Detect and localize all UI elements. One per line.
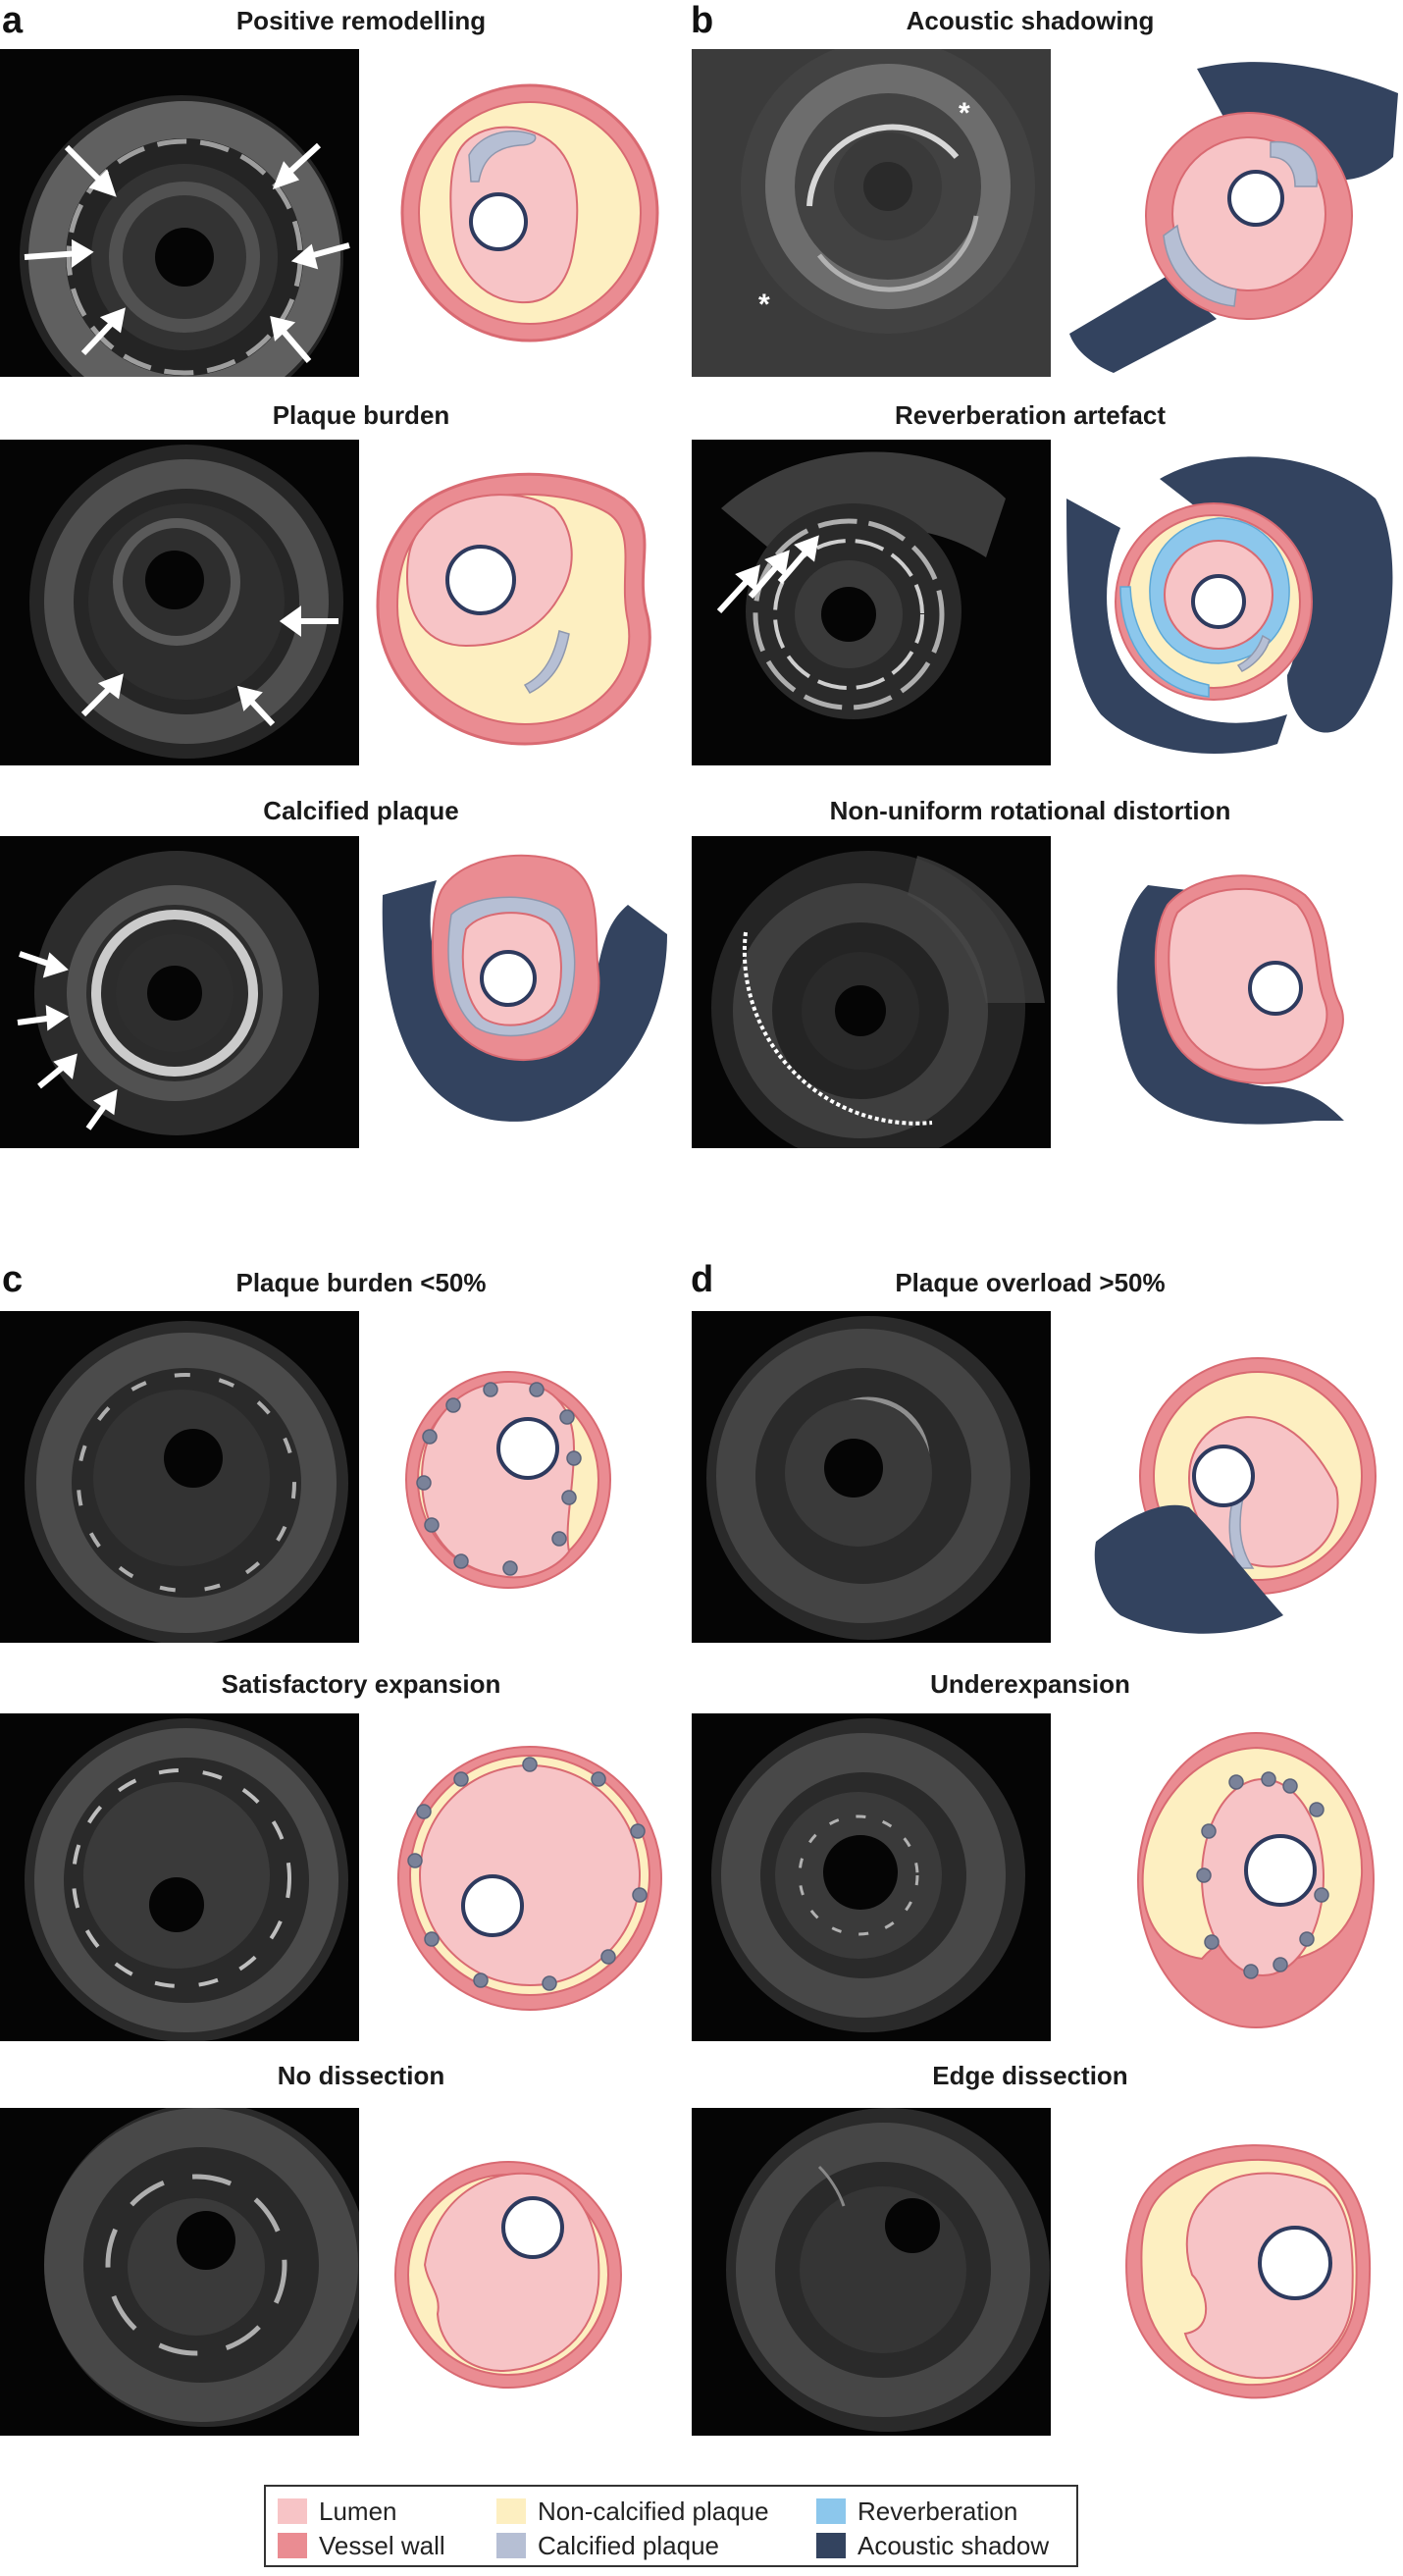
- ivus-image-nurd: [692, 836, 1051, 1148]
- ivus-image-satisfactory-expansion: [0, 1713, 359, 2041]
- reverberation-swatch: [816, 2498, 846, 2524]
- schematic-plaque-overload: [1091, 1311, 1403, 1643]
- schematic-plaque-burden-under-50: [392, 1311, 618, 1643]
- title-plaque-burden: Plaque burden: [272, 400, 450, 430]
- title-no-dissection: No dissection: [277, 2061, 445, 2090]
- ivus-image-plaque-burden: [0, 440, 359, 765]
- title-underexpansion: Underexpansion: [930, 1669, 1130, 1699]
- vessel-wall-swatch: [278, 2533, 307, 2558]
- ivus-image-calcified-plaque: [0, 836, 359, 1148]
- legend-item-lumen: Lumen: [278, 2497, 397, 2526]
- ivus-image-no-dissection: [0, 2108, 359, 2436]
- legend-label: Reverberation: [857, 2496, 1018, 2526]
- legend-item-non-calcified-plaque: Non-calcified plaque: [496, 2497, 769, 2526]
- schematic-satisfactory-expansion: [373, 1713, 685, 2041]
- lumen-swatch: [278, 2498, 307, 2524]
- schematic-nurd: [1089, 836, 1403, 1148]
- schematic-plaque-burden: [368, 440, 685, 765]
- ivus-image-plaque-overload: [692, 1311, 1051, 1643]
- legend: Lumen Vessel wall Non-calcified plaque C…: [264, 2485, 1078, 2567]
- title-plaque-burden-under-50: Plaque burden <50%: [235, 1268, 487, 1297]
- ivus-image-edge-dissection: [692, 2108, 1051, 2436]
- legend-item-reverberation: Reverberation: [816, 2497, 1017, 2526]
- ivus-image-acoustic-shadowing: * *: [692, 49, 1051, 377]
- acoustic-shadow-swatch: [816, 2533, 846, 2558]
- legend-label: Calcified plaque: [538, 2530, 720, 2560]
- ivus-image-plaque-burden-under-50: [0, 1311, 359, 1643]
- non-calcified-swatch: [496, 2498, 526, 2524]
- schematic-positive-remodelling: [373, 49, 685, 377]
- ivus-image-underexpansion: [692, 1713, 1051, 2041]
- schematic-underexpansion: [1109, 1713, 1403, 2041]
- legend-label: Lumen: [319, 2496, 397, 2526]
- title-edge-dissection: Edge dissection: [932, 2061, 1128, 2090]
- schematic-calcified-plaque: [373, 836, 685, 1148]
- schematic-reverberation: [1062, 440, 1403, 765]
- title-nurd: Non-uniform rotational distortion: [829, 796, 1231, 825]
- title-satisfactory-expansion: Satisfactory expansion: [221, 1669, 501, 1699]
- panel-label-d: d: [691, 1259, 714, 1300]
- calcified-swatch: [496, 2533, 526, 2558]
- nurd-dotted-arc: [742, 931, 933, 1126]
- title-positive-remodelling: Positive remodelling: [235, 6, 487, 35]
- legend-item-vessel-wall: Vessel wall: [278, 2531, 445, 2560]
- shadow-asterisk-1: *: [959, 97, 970, 130]
- legend-label: Vessel wall: [319, 2530, 445, 2560]
- panel-label-a: a: [2, 0, 24, 41]
- ivus-image-reverberation: [692, 440, 1051, 765]
- schematic-no-dissection: [390, 2108, 626, 2436]
- panel-label-b: b: [691, 0, 714, 41]
- title-acoustic-shadowing: Acoustic shadowing: [906, 6, 1155, 35]
- title-reverberation-artefact: Reverberation artefact: [895, 400, 1166, 430]
- shadow-asterisk-2: *: [758, 289, 770, 321]
- schematic-edge-dissection: [1109, 2108, 1403, 2436]
- legend-item-acoustic-shadow: Acoustic shadow: [816, 2531, 1049, 2560]
- title-calcified-plaque: Calcified plaque: [263, 796, 459, 825]
- panel-label-c: c: [2, 1259, 24, 1300]
- ivus-image-positive-remodelling: [0, 49, 359, 377]
- legend-item-calcified-plaque: Calcified plaque: [496, 2531, 719, 2560]
- legend-label: Acoustic shadow: [857, 2530, 1050, 2560]
- legend-label: Non-calcified plaque: [538, 2496, 769, 2526]
- title-plaque-overload: Plaque overload >50%: [895, 1268, 1166, 1297]
- schematic-acoustic-shadowing: [1060, 49, 1403, 377]
